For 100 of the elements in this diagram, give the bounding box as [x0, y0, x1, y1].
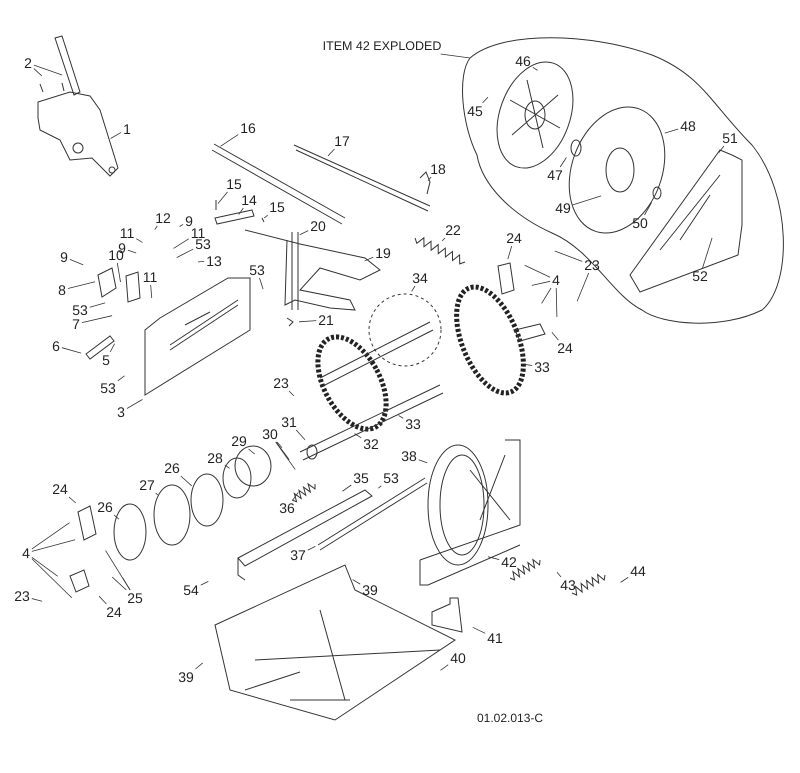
callout-number: 18 [429, 162, 447, 176]
leader-line [62, 347, 82, 354]
leader-line [70, 259, 84, 266]
callout-number: 28 [206, 451, 224, 465]
leader-line [155, 492, 158, 496]
leader-line [195, 662, 204, 670]
leader-line [411, 286, 416, 292]
leader-line [34, 68, 42, 76]
leader-line [718, 146, 724, 154]
callout-number: 23 [13, 589, 31, 603]
callout-number: 27 [138, 478, 156, 492]
callout-number: 43 [559, 578, 577, 592]
callout-number: 45 [466, 104, 484, 118]
leader-line [224, 464, 230, 469]
callout-number: 46 [514, 54, 532, 68]
leader-line [275, 442, 296, 470]
leader-line [32, 522, 70, 550]
leader-line [428, 176, 432, 182]
callout-number: 15 [268, 200, 286, 214]
leader-line [32, 539, 76, 552]
leader-line [220, 134, 239, 147]
leader-line [180, 476, 192, 486]
callout-number: 24 [105, 605, 123, 619]
leader-line [68, 281, 96, 289]
leader-line [482, 96, 488, 104]
callout-number: 4 [21, 546, 31, 560]
callout-number: 25 [126, 591, 144, 605]
leader-line [299, 230, 309, 236]
callout-number: 14 [240, 193, 258, 207]
leader-line [524, 264, 550, 278]
callout-number: 16 [239, 121, 257, 135]
leader-line [218, 192, 228, 204]
leader-line [532, 280, 550, 286]
leader-line [292, 492, 299, 500]
callout-number: 42 [500, 555, 518, 569]
leader-line [541, 288, 552, 304]
callout-number: 33 [404, 417, 422, 431]
leader-line [126, 399, 143, 409]
leader-line [31, 598, 42, 602]
leader-line [532, 66, 538, 71]
callout-number: 40 [449, 651, 467, 665]
callout-number: 53 [248, 263, 266, 277]
callout-number: 1 [122, 122, 132, 136]
callout-number: 7 [71, 317, 81, 331]
leader-line [122, 577, 131, 590]
callout-number: 19 [374, 246, 392, 260]
leader-line [352, 579, 361, 585]
leader-line [556, 572, 562, 578]
leader-line [114, 514, 120, 520]
leader-line [488, 556, 500, 560]
callout-number: 49 [554, 201, 572, 215]
callout-number: 31 [280, 415, 298, 429]
leader-line [248, 448, 256, 454]
leader-line [259, 278, 264, 290]
leader-line [154, 226, 158, 230]
leader-line [378, 485, 382, 489]
callout-number: 21 [317, 313, 335, 327]
callout-number: 3 [116, 405, 126, 419]
leader-line [556, 288, 558, 318]
callout-number: 29 [230, 434, 248, 448]
callout-number: 32 [362, 437, 380, 451]
callout-number: 9 [59, 250, 69, 264]
leader-line [307, 546, 316, 550]
callout-number: 22 [444, 223, 462, 237]
callout-number: 26 [163, 461, 181, 475]
leader-line [472, 626, 486, 634]
leader-line [89, 302, 106, 308]
callout-number: 36 [278, 501, 296, 515]
leader-line [173, 238, 190, 249]
callout-number: 34 [411, 271, 429, 285]
leader-line [296, 430, 306, 440]
callout-number: 54 [182, 583, 200, 597]
leader-line [524, 364, 533, 366]
callout-number: 17 [333, 134, 351, 148]
leader-line [117, 375, 125, 382]
callout-number: 24 [556, 341, 574, 355]
callout-number: 24 [505, 231, 523, 245]
leader-line [276, 442, 282, 448]
callout-number: 52 [691, 269, 709, 283]
leader-line [82, 315, 112, 324]
leader-line [276, 442, 290, 460]
callout-number: 5 [101, 353, 111, 367]
leader-line [264, 214, 268, 218]
callout-number: 37 [289, 548, 307, 562]
callout-number: 8 [57, 283, 67, 297]
callout-number: 48 [679, 119, 697, 133]
callout-number: 44 [629, 564, 647, 578]
leader-line [200, 580, 209, 586]
callout-number: 9 [184, 214, 194, 228]
callout-number: 12 [154, 211, 172, 225]
leader-line [238, 208, 244, 215]
callout-number: 15 [225, 177, 243, 191]
leader-line [110, 132, 122, 139]
exploded-view-note: ITEM 42 EXPLODED [322, 39, 442, 53]
leader-line [298, 320, 317, 322]
callout-number: 41 [486, 631, 504, 645]
leader-line [554, 250, 583, 262]
callout-number: 24 [51, 482, 69, 496]
leader-line [98, 596, 107, 604]
leader-line [328, 148, 335, 156]
